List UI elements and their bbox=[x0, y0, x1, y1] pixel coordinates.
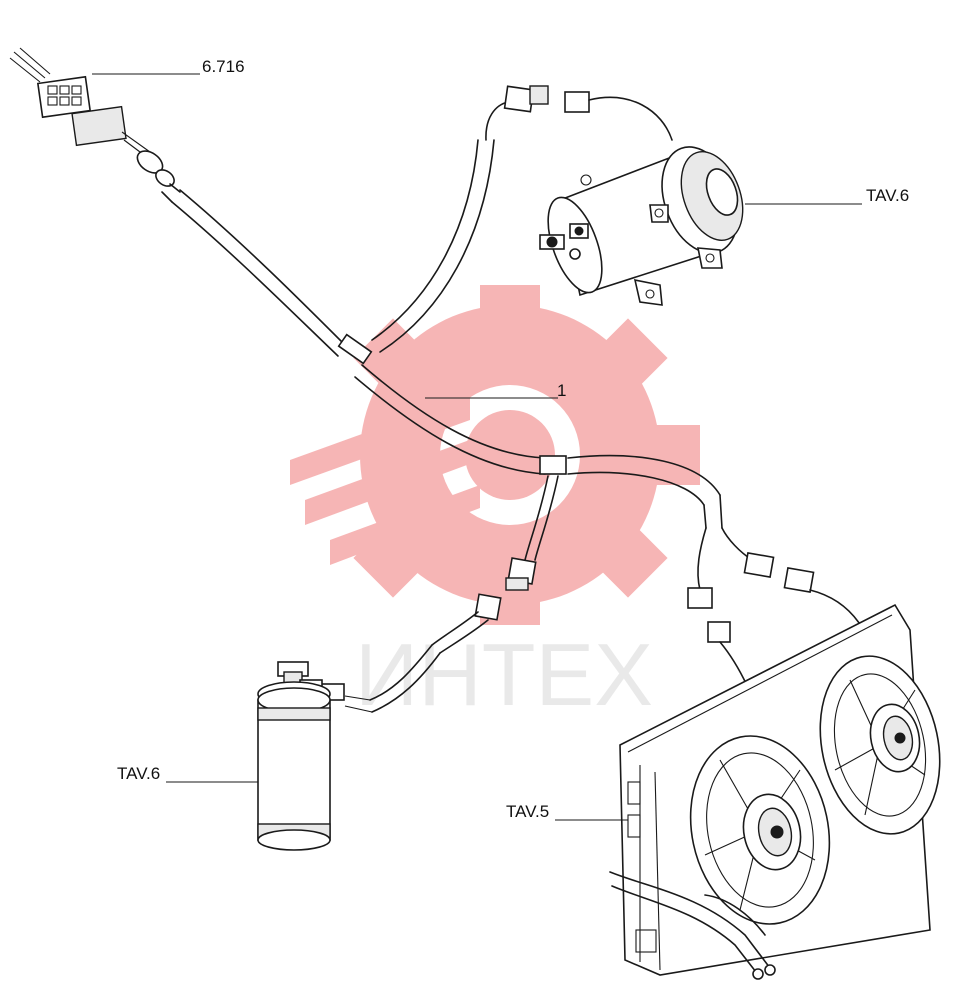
callout-receiver-drier-label: TAV.6 bbox=[117, 764, 160, 783]
callout-radiator-fans-label: TAV.5 bbox=[506, 802, 549, 821]
radiator-fans: TAV.5 bbox=[506, 527, 941, 980]
receiver-drier: TAV.6 bbox=[117, 557, 537, 851]
compressor: TAV.6 bbox=[485, 85, 909, 306]
main-harness bbox=[171, 139, 723, 561]
callout-compressor-label: TAV.6 bbox=[866, 186, 909, 205]
watermark-text: ИНТЕХ bbox=[355, 625, 653, 724]
harness-callout: 1 bbox=[425, 381, 566, 400]
callout-connector-label: 6.716 bbox=[202, 57, 245, 76]
connector-6716: 6.716 bbox=[9, 47, 245, 203]
watermark-speed-lines bbox=[290, 395, 480, 565]
callout-harness-label: 1 bbox=[557, 381, 566, 400]
